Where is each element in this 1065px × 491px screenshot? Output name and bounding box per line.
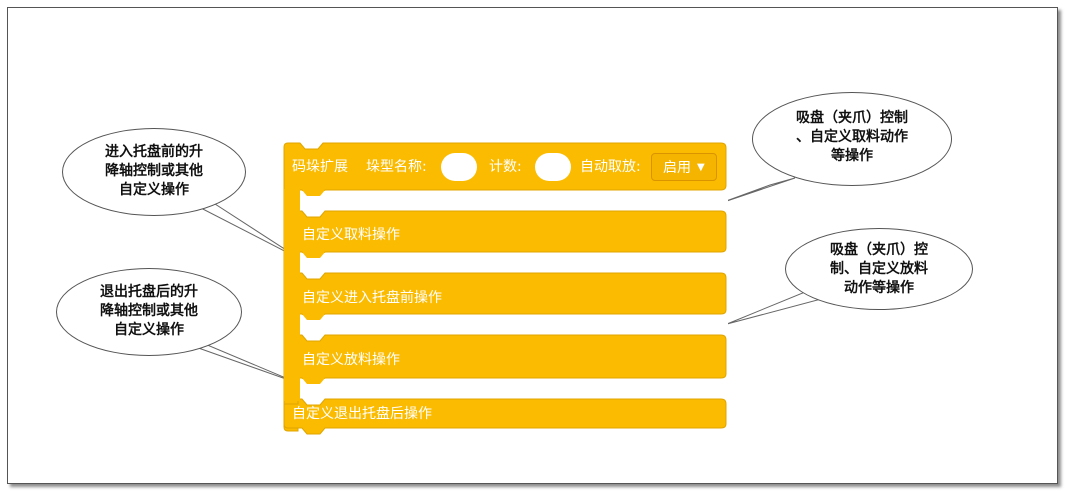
callout-line: 退出托盘后的升: [100, 284, 198, 300]
auto-pick-place-dropdown[interactable]: 启用 ▼: [651, 153, 717, 181]
callout-pointer-3: [717, 177, 796, 205]
callout-line: 降轴控制或其他: [100, 303, 198, 319]
callout-exit-tray: 退出托盘后的升 降轴控制或其他 自定义操作: [56, 268, 242, 356]
callout-line: 动作等操作: [844, 280, 914, 296]
slot-label-place: 自定义放料操作: [302, 352, 400, 368]
callout-line: 等操作: [831, 148, 873, 164]
slot-label-exit-tray: 自定义退出托盘后操作: [292, 406, 432, 422]
callout-place-gripper: 吸盘（夹爪）控 制、自定义放料 动作等操作: [785, 228, 973, 310]
count-label: 计数:: [489, 159, 522, 175]
callout-line: 吸盘（夹爪）控制: [796, 110, 908, 126]
dropdown-value: 启用: [663, 160, 691, 176]
count-input[interactable]: [535, 153, 571, 181]
block-footer-shape: [283, 398, 727, 435]
block-title: 码垛扩展: [292, 159, 348, 175]
callout-line: 进入托盘前的升: [105, 144, 203, 160]
type-name-label: 垛型名称:: [366, 159, 427, 175]
slot-2-shape: [297, 272, 727, 321]
slot-1-shape: [297, 210, 727, 259]
callout-pick-gripper: 吸盘（夹爪）控制 、自定义取料动作 等操作: [752, 92, 952, 186]
slot-3-shape: [297, 334, 727, 385]
slot-label-enter-tray: 自定义进入托盘前操作: [302, 290, 442, 306]
auto-pick-place-label: 自动取放:: [580, 159, 641, 175]
callout-line: 、自定义取料动作: [796, 129, 908, 145]
callout-line: 吸盘（夹爪）控: [830, 242, 928, 258]
triangle-down-icon: ▼: [697, 162, 705, 173]
callout-line: 自定义操作: [119, 182, 189, 198]
callout-line: 自定义操作: [114, 322, 184, 338]
callout-line: 降轴控制或其他: [105, 163, 203, 179]
callout-line: 制、自定义放料: [830, 261, 928, 277]
callout-enter-tray: 进入托盘前的升 降轴控制或其他 自定义操作: [62, 128, 246, 216]
slot-label-pick: 自定义取料操作: [302, 227, 400, 243]
type-name-input[interactable]: [441, 153, 477, 181]
